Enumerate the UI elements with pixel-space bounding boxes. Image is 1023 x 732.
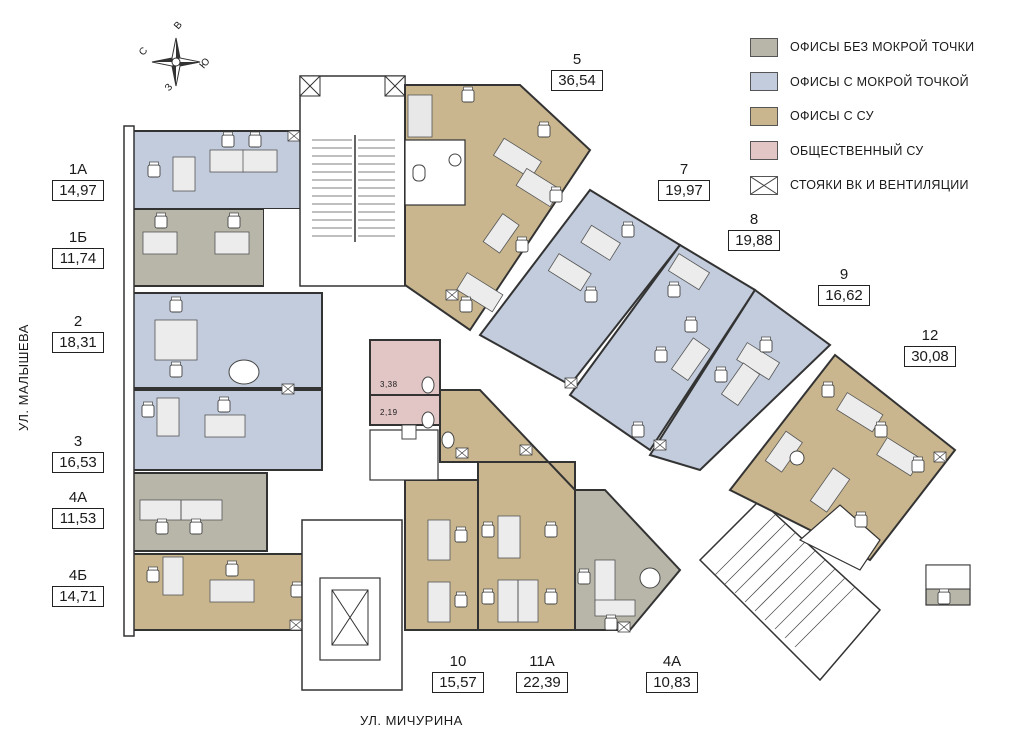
office-label-8: 8 19,88 <box>728 210 780 251</box>
office-area: 16,53 <box>52 452 104 473</box>
office-number: 4А <box>68 489 88 506</box>
wc-label-2: 2,19 <box>380 408 398 417</box>
wc-label-1: 3,38 <box>380 380 398 389</box>
office-label-10: 10 15,57 <box>432 652 484 693</box>
office-area: 36,54 <box>551 70 603 91</box>
legend-item: ОФИСЫ С МОКРОЙ ТОЧКОЙ <box>750 65 974 100</box>
office-label-4a-left: 4А 11,53 <box>52 488 104 529</box>
room-11a-upper[interactable] <box>439 389 576 493</box>
office-number: 8 <box>749 211 759 228</box>
office-label-1b: 1Б 11,74 <box>52 228 104 269</box>
legend-item: ОФИСЫ С СУ <box>750 99 974 134</box>
core-stairs <box>299 75 882 691</box>
office-label-1a: 1А 14,97 <box>52 160 104 201</box>
legend-label: ОФИСЫ С СУ <box>790 109 874 124</box>
office-number: 10 <box>449 653 467 670</box>
office-label-9: 9 16,62 <box>818 265 870 306</box>
office-area: 11,53 <box>52 508 104 529</box>
legend: ОФИСЫ БЕЗ МОКРОЙ ТОЧКИ ОФИСЫ С МОКРОЙ ТО… <box>750 30 974 203</box>
legend-label: ОФИСЫ С МОКРОЙ ТОЧКОЙ <box>790 74 969 89</box>
office-area: 16,62 <box>818 285 870 306</box>
legend-item: СТОЯКИ ВК И ВЕНТИЛЯЦИИ <box>750 168 974 203</box>
legend-swatch <box>750 72 778 92</box>
lower-wing <box>369 339 682 633</box>
legend-item: ОФИСЫ БЕЗ МОКРОЙ ТОЧКИ <box>750 30 974 65</box>
street-bottom: УЛ. МИЧУРИНА <box>360 713 463 728</box>
legend-item: ОБЩЕСТВЕННЫЙ СУ <box>750 134 974 169</box>
office-number: 7 <box>679 161 689 178</box>
legend-label: ОФИСЫ БЕЗ МОКРОЙ ТОЧКИ <box>790 40 975 55</box>
office-label-4b: 4Б 14,71 <box>52 566 104 607</box>
office-label-3: 3 16,53 <box>52 432 104 473</box>
office-area: 15,57 <box>432 672 484 693</box>
office-number: 1Б <box>68 229 88 246</box>
left-wing <box>123 125 323 637</box>
upper-wing <box>404 84 957 571</box>
office-label-7: 7 19,97 <box>658 160 710 201</box>
office-number: 2 <box>73 313 83 330</box>
office-label-12: 12 30,08 <box>904 326 956 367</box>
legend-swatch <box>750 106 778 126</box>
office-area: 10,83 <box>646 672 698 693</box>
legend-swatch <box>750 141 778 161</box>
office-number: 4А <box>662 653 682 670</box>
legend-swatch <box>750 37 778 57</box>
office-area: 18,31 <box>52 332 104 353</box>
office-area: 11,74 <box>52 248 104 269</box>
legend-label: ОБЩЕСТВЕННЫЙ СУ <box>790 143 924 158</box>
office-area: 14,97 <box>52 180 104 201</box>
legend-label: СТОЯКИ ВК И ВЕНТИЛЯЦИИ <box>790 178 969 193</box>
office-area: 22,39 <box>516 672 568 693</box>
office-number: 9 <box>839 266 849 283</box>
office-area: 19,97 <box>658 180 710 201</box>
office-label-5: 5 36,54 <box>551 50 603 91</box>
office-number: 1А <box>68 161 88 178</box>
detail-sample <box>925 564 971 606</box>
office-area: 19,88 <box>728 230 780 251</box>
compass-rose-icon <box>151 37 201 87</box>
office-label-4a-right: 4А 10,83 <box>646 652 698 693</box>
office-number: 3 <box>73 433 83 450</box>
office-area: 30,08 <box>904 346 956 367</box>
office-number: 12 <box>921 327 939 344</box>
street-left: УЛ. МАЛЫШЕВА <box>15 324 31 431</box>
office-number: 5 <box>572 51 582 68</box>
office-number: 4Б <box>68 567 88 584</box>
office-number: 11А <box>529 653 555 670</box>
riser-cross-icon <box>750 175 778 195</box>
room-12[interactable] <box>728 353 957 562</box>
office-label-11a: 11А 22,39 <box>516 652 568 693</box>
office-label-2: 2 18,31 <box>52 312 104 353</box>
office-area: 14,71 <box>52 586 104 607</box>
